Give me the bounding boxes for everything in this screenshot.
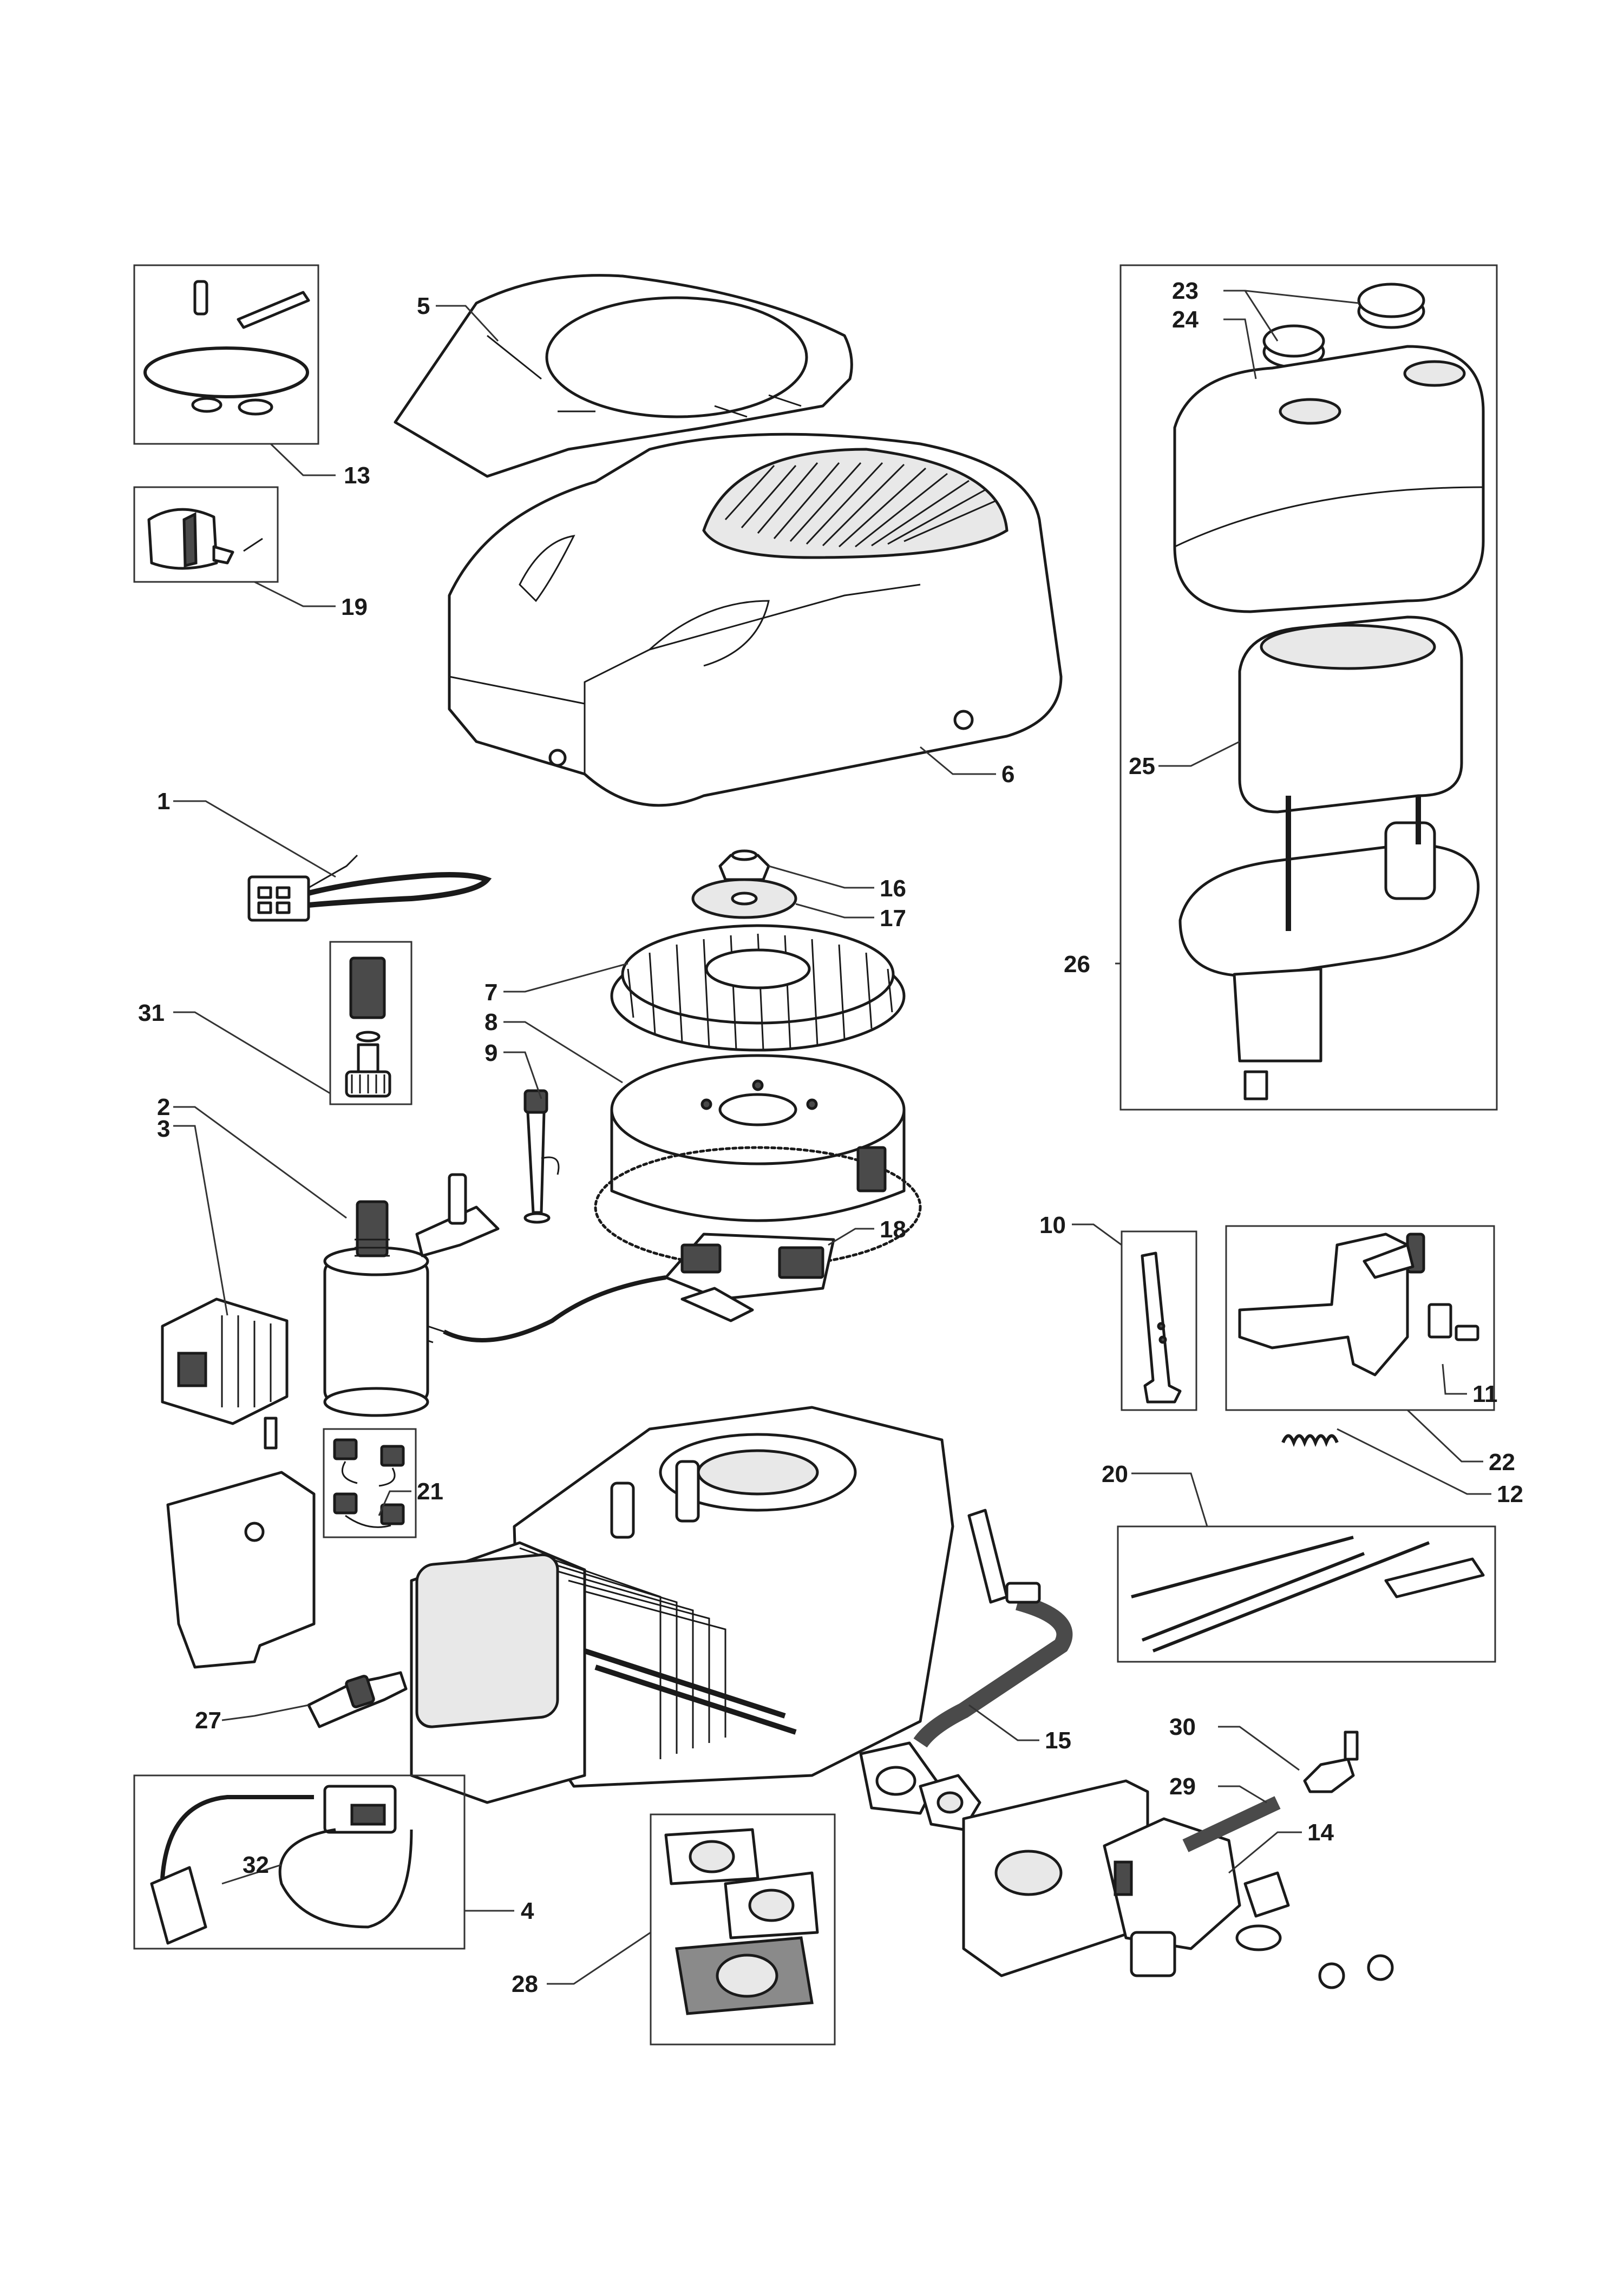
callout-30: 30 — [1169, 1714, 1196, 1740]
kit-28-box — [650, 1813, 836, 2046]
callout-1: 1 — [157, 788, 170, 815]
kit-10-box — [1121, 1230, 1197, 1411]
leader-lines — [173, 290, 1491, 1985]
air-filter-cover — [1173, 345, 1485, 613]
carburetor — [1103, 1817, 1290, 1977]
callout-3: 3 — [157, 1116, 170, 1142]
callout-2: 2 — [157, 1094, 170, 1120]
ignition-coil — [416, 1233, 835, 1343]
callout-26: 26 — [1064, 951, 1090, 978]
flywheel-nut — [718, 849, 770, 881]
air-filter-element — [1238, 615, 1463, 814]
callout-29: 29 — [1169, 1773, 1196, 1800]
air-filter-kit-box — [1119, 264, 1498, 1111]
cooling-fan — [610, 924, 906, 1052]
kit-13-box — [133, 264, 319, 445]
flywheel — [594, 1054, 922, 1268]
callout-16: 16 — [880, 875, 906, 902]
kit-22-box — [1225, 1225, 1495, 1411]
callout-19: 19 — [341, 594, 368, 620]
callout-9: 9 — [484, 1040, 497, 1066]
callout-6: 6 — [1001, 761, 1014, 788]
callout-25: 25 — [1129, 753, 1155, 779]
kit-21-box — [323, 1428, 417, 1538]
flywheel-washer — [691, 878, 797, 919]
dipstick-tube — [523, 1089, 560, 1224]
callout-22: 22 — [1489, 1449, 1515, 1476]
governor-spring — [1281, 1434, 1339, 1447]
callout-12: 12 — [1497, 1481, 1523, 1508]
heat-shield — [166, 1417, 316, 1669]
callout-10: 10 — [1039, 1212, 1066, 1238]
callout-18: 18 — [880, 1216, 906, 1243]
callout-15: 15 — [1045, 1727, 1071, 1754]
callout-8: 8 — [484, 1009, 497, 1035]
callout-24: 24 — [1172, 306, 1199, 333]
shroud-top-cover — [394, 274, 853, 478]
starter-motor — [323, 1173, 500, 1417]
kit-31-box — [329, 941, 412, 1105]
callout-27: 27 — [195, 1707, 221, 1734]
kit-19-box — [133, 486, 279, 583]
breather-tube — [913, 1594, 1073, 1748]
kit-20-box — [1117, 1525, 1496, 1663]
air-filter-base — [1178, 796, 1480, 1100]
callout-7: 7 — [484, 979, 497, 1006]
spark-plug — [307, 1671, 408, 1728]
callout-31: 31 — [138, 1000, 165, 1026]
carburetor-nuts — [1318, 1954, 1394, 1989]
callout-13: 13 — [344, 462, 370, 489]
callout-20: 20 — [1102, 1461, 1128, 1487]
fuel-line — [1182, 1796, 1281, 1852]
callout-11: 11 — [1472, 1381, 1498, 1407]
engine-block — [410, 1406, 954, 1804]
rectifier — [161, 1297, 289, 1425]
bracket — [967, 1509, 1041, 1604]
fuel-filter — [1303, 1731, 1359, 1793]
callout-labels: 1 2 3 4 5 6 7 8 9 10 11 12 13 14 15 16 1… — [138, 278, 1523, 1997]
callout-5: 5 — [417, 293, 430, 319]
wiring-connector — [247, 854, 492, 922]
callout-28: 28 — [512, 1971, 538, 1997]
callout-21: 21 — [417, 1478, 443, 1505]
callout-4: 4 — [521, 1898, 534, 1924]
callout-17: 17 — [880, 905, 906, 932]
callout-14: 14 — [1307, 1819, 1334, 1846]
kit-4-box — [133, 1774, 466, 1950]
callout-23: 23 — [1172, 278, 1199, 304]
callout-32: 32 — [243, 1852, 269, 1878]
blower-housing — [448, 432, 1063, 807]
